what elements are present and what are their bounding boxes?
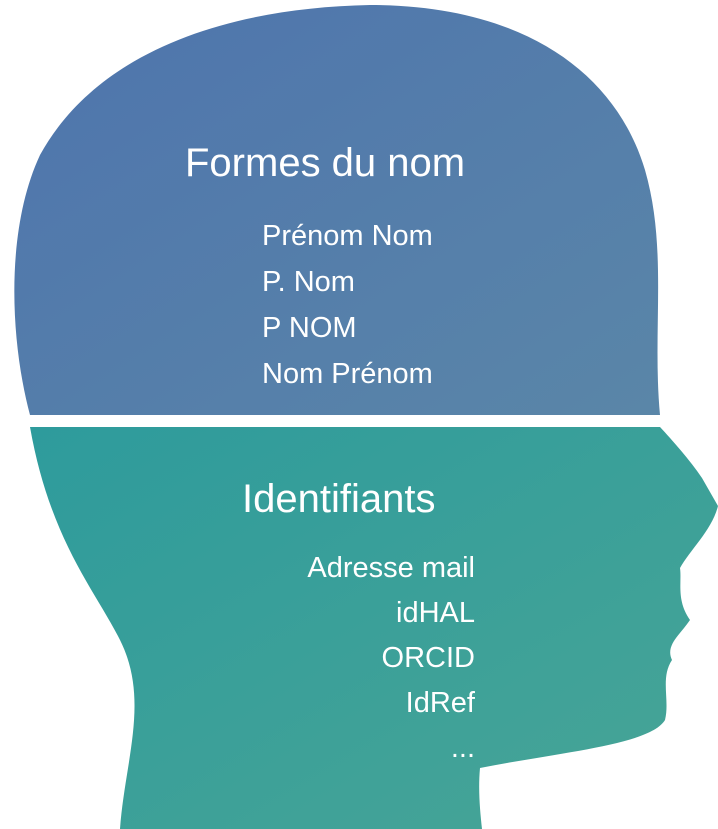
name-forms-title: Formes du nom — [185, 141, 465, 185]
divider — [0, 415, 718, 427]
head-bottom-shape — [30, 427, 718, 829]
identifier-item: ... — [451, 732, 475, 764]
identifier-item: idHAL — [396, 597, 475, 629]
name-form-item: Nom Prénom — [262, 358, 433, 390]
name-form-item: Prénom Nom — [262, 220, 433, 252]
identifiers-title: Identifiants — [242, 477, 435, 521]
identifier-item: Adresse mail — [307, 552, 475, 584]
identifier-item: IdRef — [406, 687, 476, 719]
name-form-item: P. Nom — [262, 266, 355, 298]
identifier-item: ORCID — [382, 642, 475, 674]
name-form-item: P NOM — [262, 312, 357, 344]
head-top-shape — [14, 5, 660, 415]
